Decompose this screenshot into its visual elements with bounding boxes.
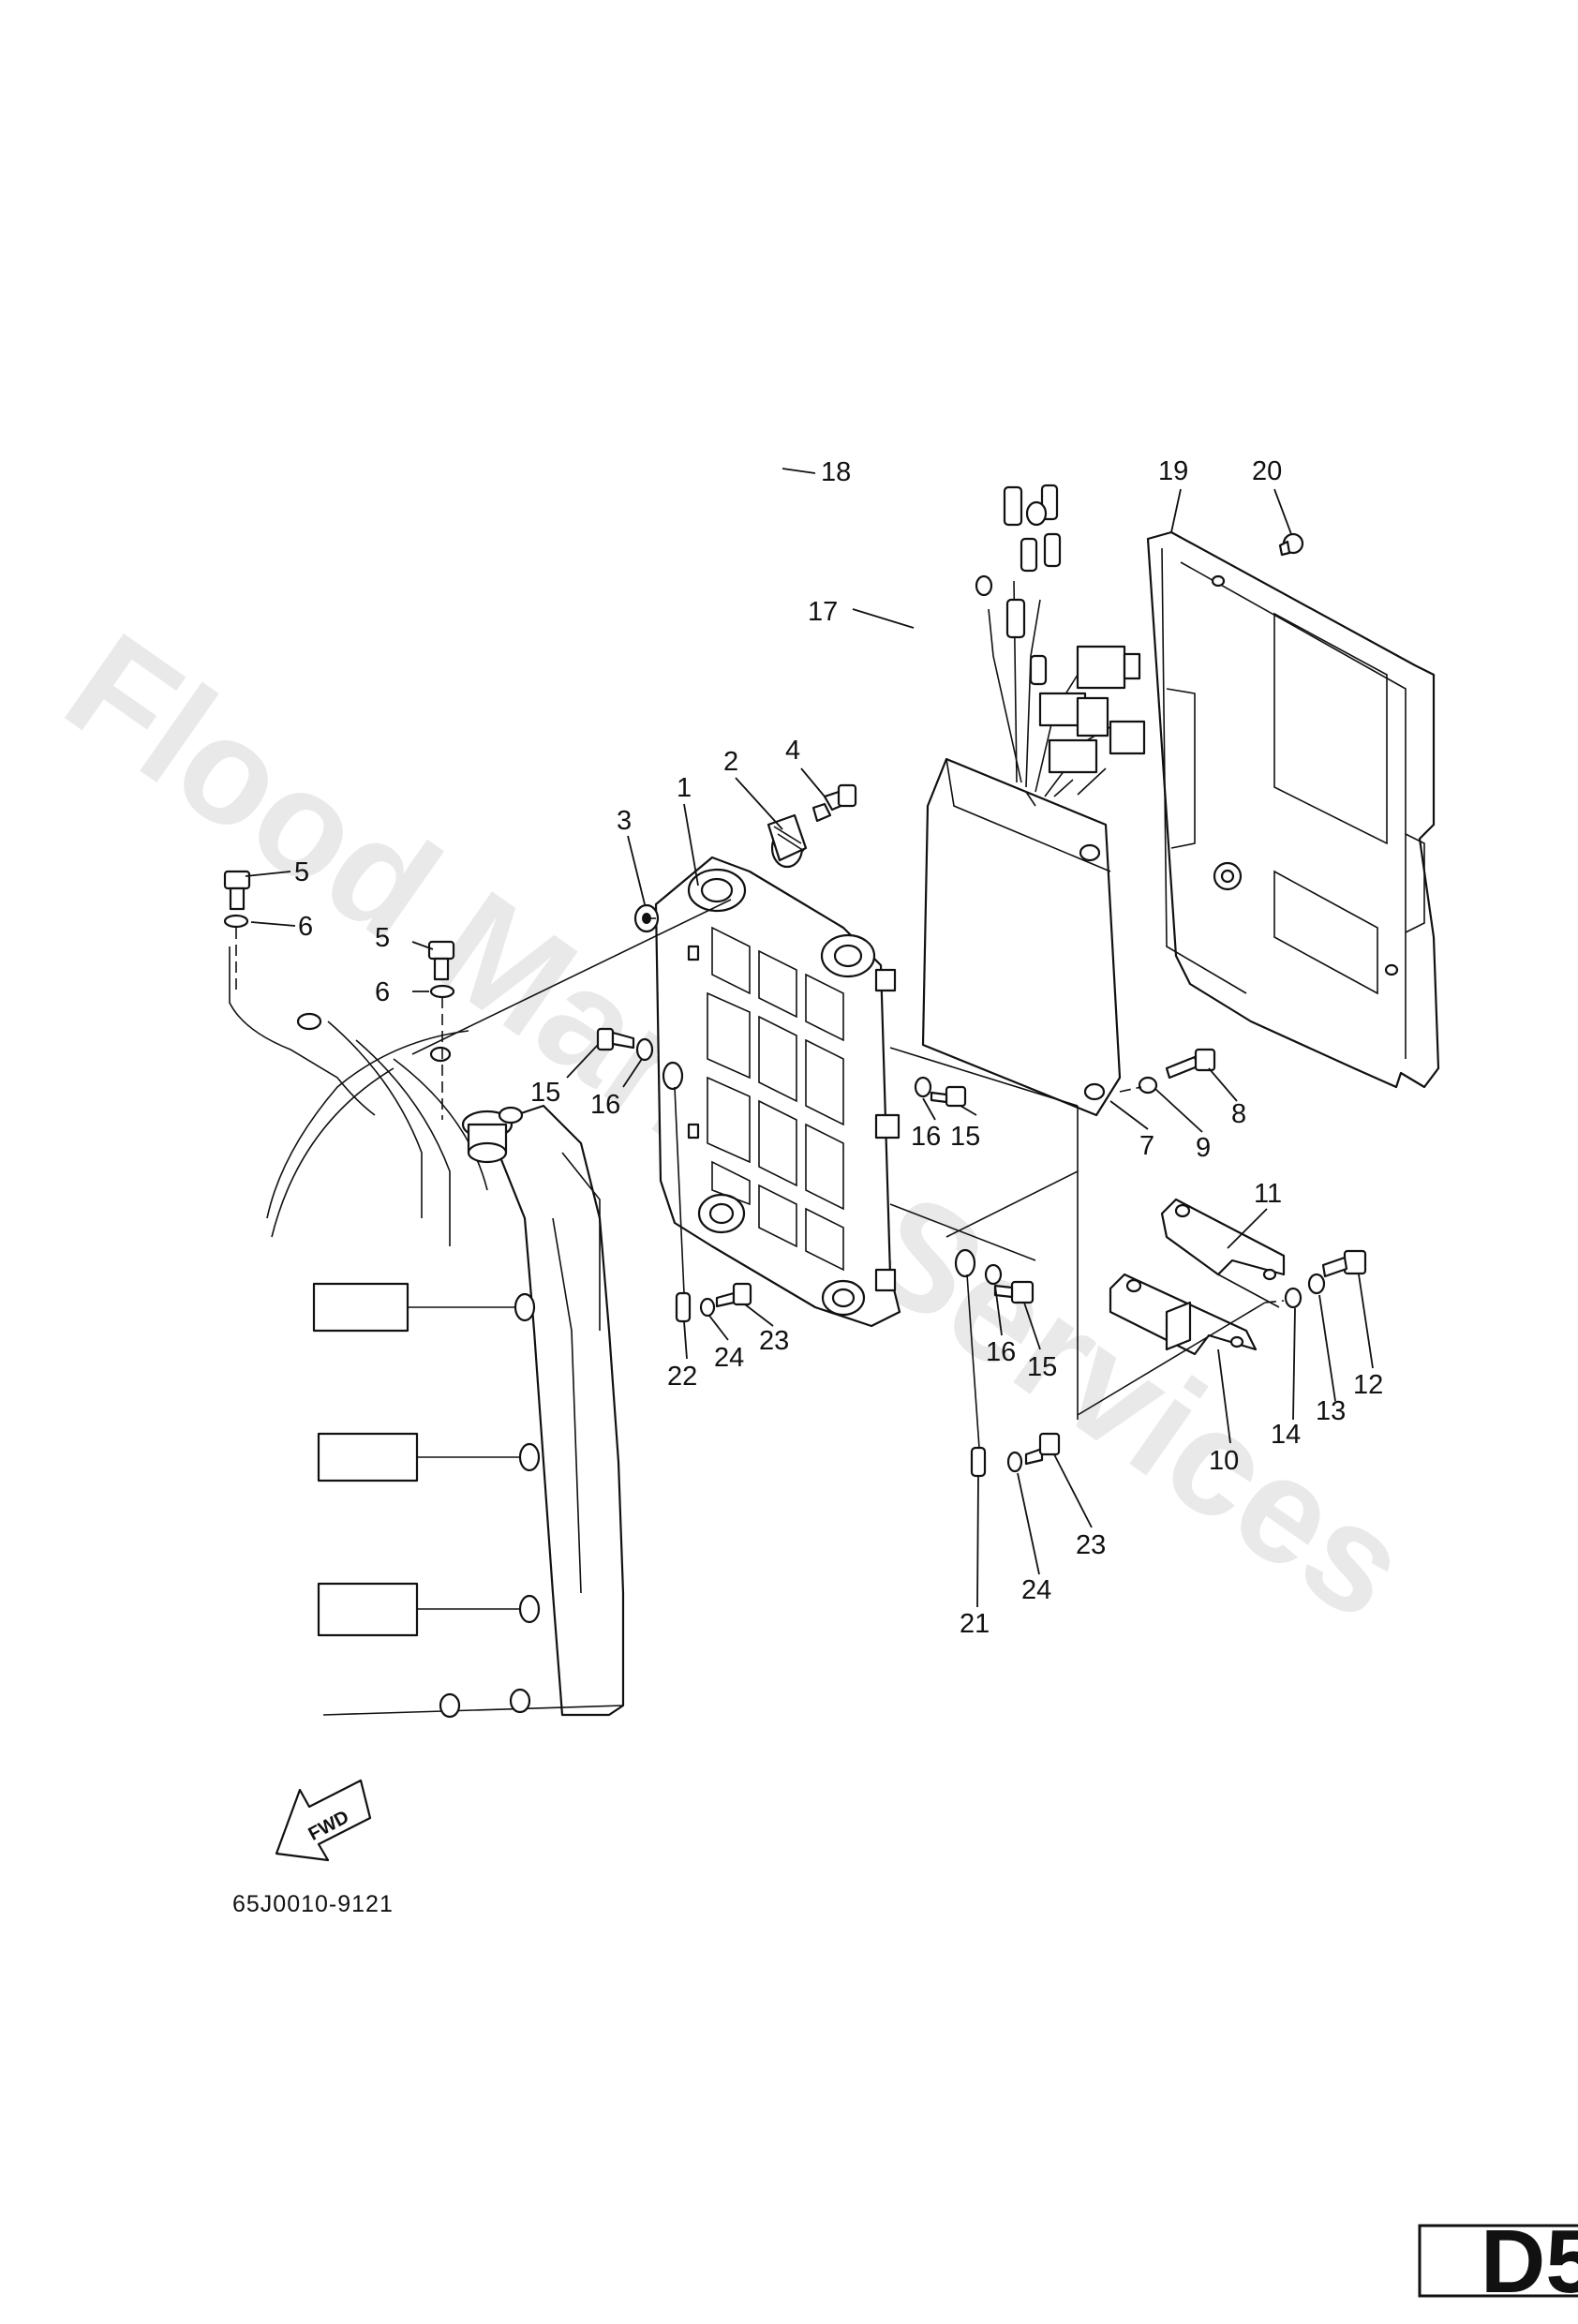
part-1-bracket-plate [654,856,901,1328]
part-16-washer-lower [984,1263,1003,1286]
part-13-washer [1307,1273,1326,1295]
part-15-bolt-left [596,1027,635,1051]
part-15-bolt-lower [993,1280,1035,1304]
callout-5-lower: 5 [375,923,390,953]
part-7-ecu-module [921,484,1146,1117]
callout-15-lower: 15 [1027,1352,1057,1382]
callout-11: 11 [1254,1179,1282,1209]
part-15-bolt-mid [930,1085,967,1108]
callout-13: 13 [1316,1396,1346,1426]
callout-labels: 18 17 19 20 4 2 1 3 5 6 5 6 15 16 16 15 … [294,456,1383,1639]
callout-16-left: 16 [590,1090,620,1120]
part-10-bracket [1109,1273,1258,1356]
part-8-bolt [1165,1048,1216,1080]
part-5-bolt-lower [427,940,455,981]
callout-7: 7 [1139,1131,1154,1161]
callout-16-mid: 16 [911,1122,941,1152]
part-20-screw [1278,532,1304,557]
callout-9: 9 [1196,1133,1211,1163]
callout-21: 21 [960,1609,990,1639]
callout-3: 3 [617,806,632,836]
drawing-code: 65J0010-9121 [232,1891,394,1917]
engine-block [229,946,625,1719]
callout-18: 18 [821,457,851,487]
callout-17: 17 [808,597,838,627]
part-24-washer-left [699,1297,716,1318]
assembly-guides [411,899,1266,1420]
callout-23-right: 23 [1076,1530,1106,1560]
callout-15-mid: 15 [950,1122,980,1152]
part-4-bolt [811,783,857,823]
callout-19: 19 [1158,456,1188,486]
callout-5-upper: 5 [294,857,309,887]
callout-24-right: 24 [1021,1575,1051,1605]
part-2-grommet [767,813,808,869]
part-21-ground-lead [954,1248,987,1478]
part-24-washer-right [1006,1451,1023,1473]
callout-24-left: 24 [714,1343,744,1373]
page-id-box: D5 [1418,2212,1578,2312]
callout-14: 14 [1271,1420,1301,1450]
fwd-arrow-icon: FWD [275,1779,372,1862]
callout-22: 22 [667,1362,697,1392]
part-11-bracket [1160,1198,1286,1308]
callout-8: 8 [1231,1099,1246,1129]
part-16-washer-left [635,1037,654,1062]
callout-16-lower: 16 [986,1337,1016,1367]
part-12-bolt [1321,1249,1367,1278]
page-id: D5 [1481,2212,1578,2312]
callout-20: 20 [1252,456,1282,486]
part-5-bolt-upper [223,870,251,911]
leader-lines [245,468,1374,1608]
plate-grid [707,926,844,1272]
callout-1: 1 [677,773,692,803]
callout-4: 4 [785,736,800,766]
part-6-washer-lower [429,984,455,999]
part-14-washer [1284,1287,1303,1309]
part-23-bolt-left [715,1282,752,1308]
callout-6-lower: 6 [375,977,390,1007]
part-16-washer-mid [914,1076,932,1098]
callout-12: 12 [1353,1370,1383,1400]
callout-10: 10 [1209,1446,1239,1476]
part-22-ground-lead [662,1061,692,1323]
part-9-washer [1138,1076,1158,1095]
part-6-washer-upper [223,914,249,929]
callout-15-left: 15 [530,1078,560,1108]
part-23-bolt-right [1024,1432,1061,1466]
part-19-cover [1146,530,1440,1089]
callout-2: 2 [723,747,738,777]
callout-23-left: 23 [759,1326,789,1356]
callout-6-upper: 6 [298,912,313,942]
